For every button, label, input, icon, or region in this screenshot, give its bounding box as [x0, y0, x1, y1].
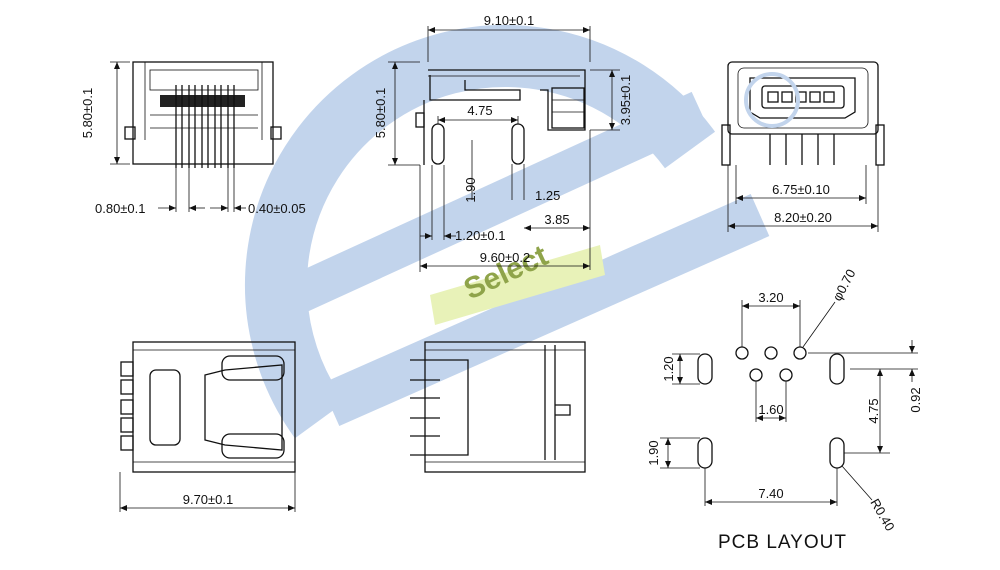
end-pin-span-label: 6.75±0.10	[772, 182, 830, 197]
watermark-logo: Select	[245, 25, 770, 439]
end-body-width-label: 8.20±0.20	[774, 210, 832, 225]
pcb-hole-dia-label: φ0.70	[829, 267, 858, 304]
front-peg-spacing-label: 4.75	[467, 103, 492, 118]
side-pitch-label: 0.80±0.1	[95, 201, 146, 216]
bottom-view: 9.70±0.1	[119, 341, 296, 512]
front-peg-length-label: 1.90	[463, 177, 478, 202]
front-overall-label: 9.60±0.2	[480, 250, 531, 265]
pcb-slot-length-label: 1.90	[646, 440, 661, 465]
bottom-length-label: 9.70±0.1	[183, 492, 234, 507]
pcb-slot-span-label: 7.40	[758, 486, 783, 501]
front-right-height-label: 3.95±0.1	[618, 75, 633, 126]
front-peg-width-label: 1.20±0.1	[455, 228, 506, 243]
pcb-slot-spacing-label: 4.75	[866, 398, 881, 423]
pcb-layout-title: PCB LAYOUT	[718, 532, 847, 553]
side-view: 5.80±0.1 0.80±0.1 0.40±0.05	[80, 61, 306, 216]
pcb-radius-label: R0.40	[867, 496, 897, 534]
pcb-pin-pitch-label: 1.60	[758, 402, 783, 417]
side-height-label: 5.80±0.1	[80, 88, 95, 139]
side-pin-width-label: 0.40±0.05	[248, 201, 306, 216]
pcb-pin-offset-label: 0.92	[908, 387, 923, 412]
pcb-pin-span-label: 3.20	[758, 290, 783, 305]
front-height-label: 5.80±0.1	[373, 88, 388, 139]
front-peg-offset-label: 1.25	[535, 188, 560, 203]
front-rear-label: 3.85	[544, 212, 569, 227]
front-top-width-label: 9.10±0.1	[484, 13, 535, 28]
pcb-layout-view: 3.20 φ0.70 1.20 0.92 4.75 1.60 1.90 7.40…	[646, 267, 923, 553]
end-view: 6.75±0.10 8.20±0.20	[721, 61, 885, 232]
side-elevation-view	[410, 341, 586, 473]
pcb-slot-width-label: 1.20	[661, 356, 676, 381]
front-section-view: 9.10±0.1 4.75 5.80±0.1 3.95±0.1 1.90 1.2…	[373, 13, 633, 272]
